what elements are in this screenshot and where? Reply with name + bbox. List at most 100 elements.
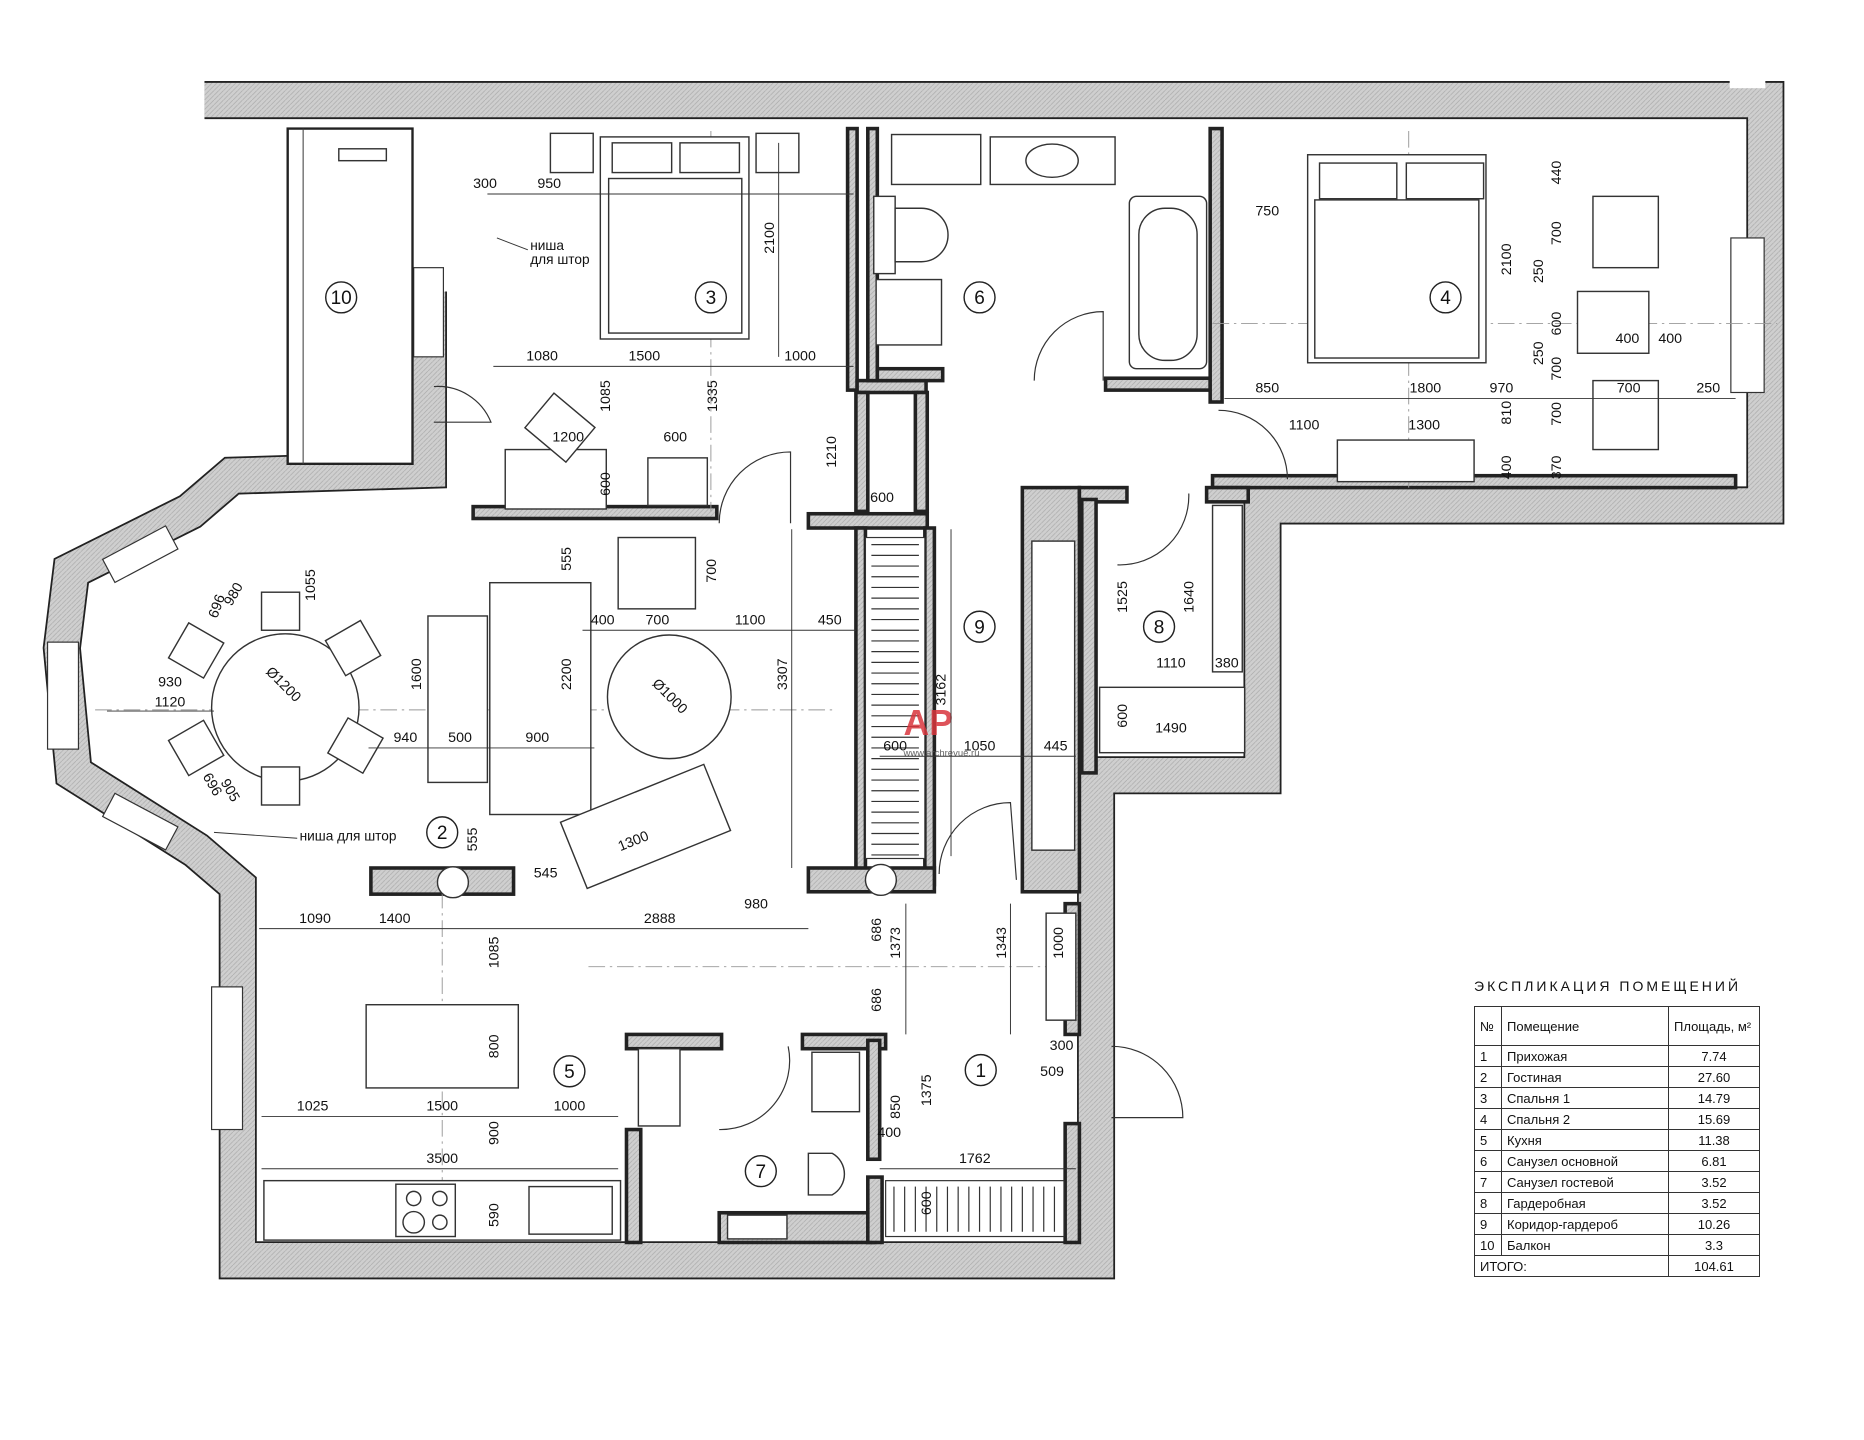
row-area: 3.3 <box>1668 1234 1760 1256</box>
dimension-label: 2100 <box>762 222 778 254</box>
row-area: 3.52 <box>1668 1171 1760 1193</box>
row-num: 7 <box>1474 1171 1502 1193</box>
wardrobe-hall <box>885 1180 1065 1238</box>
room-number: 7 <box>756 1162 767 1183</box>
dimension-label: 440 <box>1549 161 1565 185</box>
row-room: Гардеробная <box>1501 1192 1669 1214</box>
dimension-label: 2100 <box>1499 243 1515 275</box>
dimension-label: 1120 <box>155 695 186 711</box>
dimension-label: 1762 <box>959 1151 991 1167</box>
dimension-label: 545 <box>534 866 558 882</box>
dimension-label: 1300 <box>1408 418 1440 434</box>
row-num: 4 <box>1474 1108 1502 1130</box>
dimension-label: 600 <box>663 429 687 445</box>
sofa-2 <box>489 581 592 816</box>
dimension-label: 950 <box>537 176 561 192</box>
dimension-label: 400 <box>1658 331 1682 347</box>
room-number-circle <box>426 816 459 849</box>
dimension-label: 980 <box>744 897 768 913</box>
dimension-label: 1373 <box>888 927 904 959</box>
note-niche: ниша <box>530 238 564 253</box>
row-room: Прихожая <box>1501 1045 1669 1067</box>
row-num: 3 <box>1474 1087 1502 1109</box>
row-area: 10.26 <box>1668 1213 1760 1235</box>
room-number-circle <box>963 281 996 314</box>
explication-title: ЭКСПЛИКАЦИЯ ПОМЕЩЕНИЙ <box>1474 978 1742 994</box>
dimension-label: 1100 <box>735 613 766 629</box>
dimension-label: 700 <box>1549 221 1565 245</box>
dimension-label: 600 <box>919 1191 935 1215</box>
dimension-label: 686 <box>869 918 885 942</box>
room-explication: ЭКСПЛИКАЦИЯ ПОМЕЩЕНИЙ № Помещение Площад… <box>1474 978 1764 1277</box>
dimension-label: 450 <box>818 613 842 629</box>
kitchen-island <box>365 1003 520 1089</box>
round-rug <box>606 634 732 760</box>
dimension-label: 1080 <box>526 349 558 365</box>
header-area: Площадь, м² <box>1668 1006 1760 1046</box>
room-number: 4 <box>1440 288 1451 309</box>
dimension-label: 400 <box>877 1125 901 1141</box>
dimension-label: 370 <box>1549 455 1565 479</box>
row-num: 8 <box>1474 1192 1502 1214</box>
outer-walls <box>42 52 1785 1280</box>
dimension-label: 300 <box>1050 1038 1074 1054</box>
dimension-label: 590 <box>486 1203 502 1227</box>
room-number: 1 <box>975 1061 986 1082</box>
dimension-label: 555 <box>465 828 481 852</box>
dimension-label: 380 <box>1215 655 1239 671</box>
row-room: Кухня <box>1501 1129 1669 1151</box>
row-area: 14.79 <box>1668 1087 1760 1109</box>
dimension-label: 400 <box>591 613 615 629</box>
dimension-label: 700 <box>1549 357 1565 381</box>
dimension-label: 2888 <box>644 911 676 927</box>
total-label: ИТОГО: <box>1474 1255 1669 1277</box>
header-room: Помещение <box>1501 1006 1669 1046</box>
row-num: 6 <box>1474 1150 1502 1172</box>
wardrobe-corridor <box>864 536 926 860</box>
dimension-label: 850 <box>888 1095 904 1119</box>
windows <box>46 237 1765 1131</box>
row-num: 5 <box>1474 1129 1502 1151</box>
dimension-label: 686 <box>869 988 885 1012</box>
row-room: Коридор-гардероб <box>1501 1213 1669 1235</box>
dimension-label: 1335 <box>705 380 721 412</box>
furniture <box>167 132 1660 1241</box>
dimension-label: 850 <box>1255 381 1279 397</box>
room-number-circle <box>1429 281 1462 314</box>
dimension-label: 445 <box>1044 739 1068 755</box>
row-room: Гостиная <box>1501 1066 1669 1088</box>
dimension-label: 800 <box>486 1034 502 1058</box>
dimension-label: 940 <box>393 730 417 746</box>
dimension-label: 600 <box>870 490 894 506</box>
room-number: 10 <box>331 288 352 309</box>
note-niche-curtains: для штор <box>530 252 590 267</box>
dimension-label: 905 <box>217 776 243 805</box>
dimension-label: 1025 <box>297 1099 329 1115</box>
dimension-label: 970 <box>1490 381 1514 397</box>
dimension-label: 1090 <box>299 911 331 927</box>
dimension-label: 1100 <box>1289 418 1320 434</box>
dimension-label: 900 <box>486 1121 502 1145</box>
row-num: 9 <box>1474 1213 1502 1235</box>
dimension-label: 1500 <box>628 349 660 365</box>
row-area: 27.60 <box>1668 1066 1760 1088</box>
header-num: № <box>1474 1006 1502 1046</box>
dimension-label: 1525 <box>1115 581 1131 613</box>
row-room: Спальня 1 <box>1501 1087 1669 1109</box>
dimension-label: 400 <box>1499 455 1515 479</box>
room-number: 8 <box>1154 617 1165 638</box>
total-value: 104.61 <box>1668 1255 1760 1277</box>
wardrobe-hanger-lines <box>871 544 1056 1232</box>
dimension-label: 1000 <box>554 1099 586 1115</box>
